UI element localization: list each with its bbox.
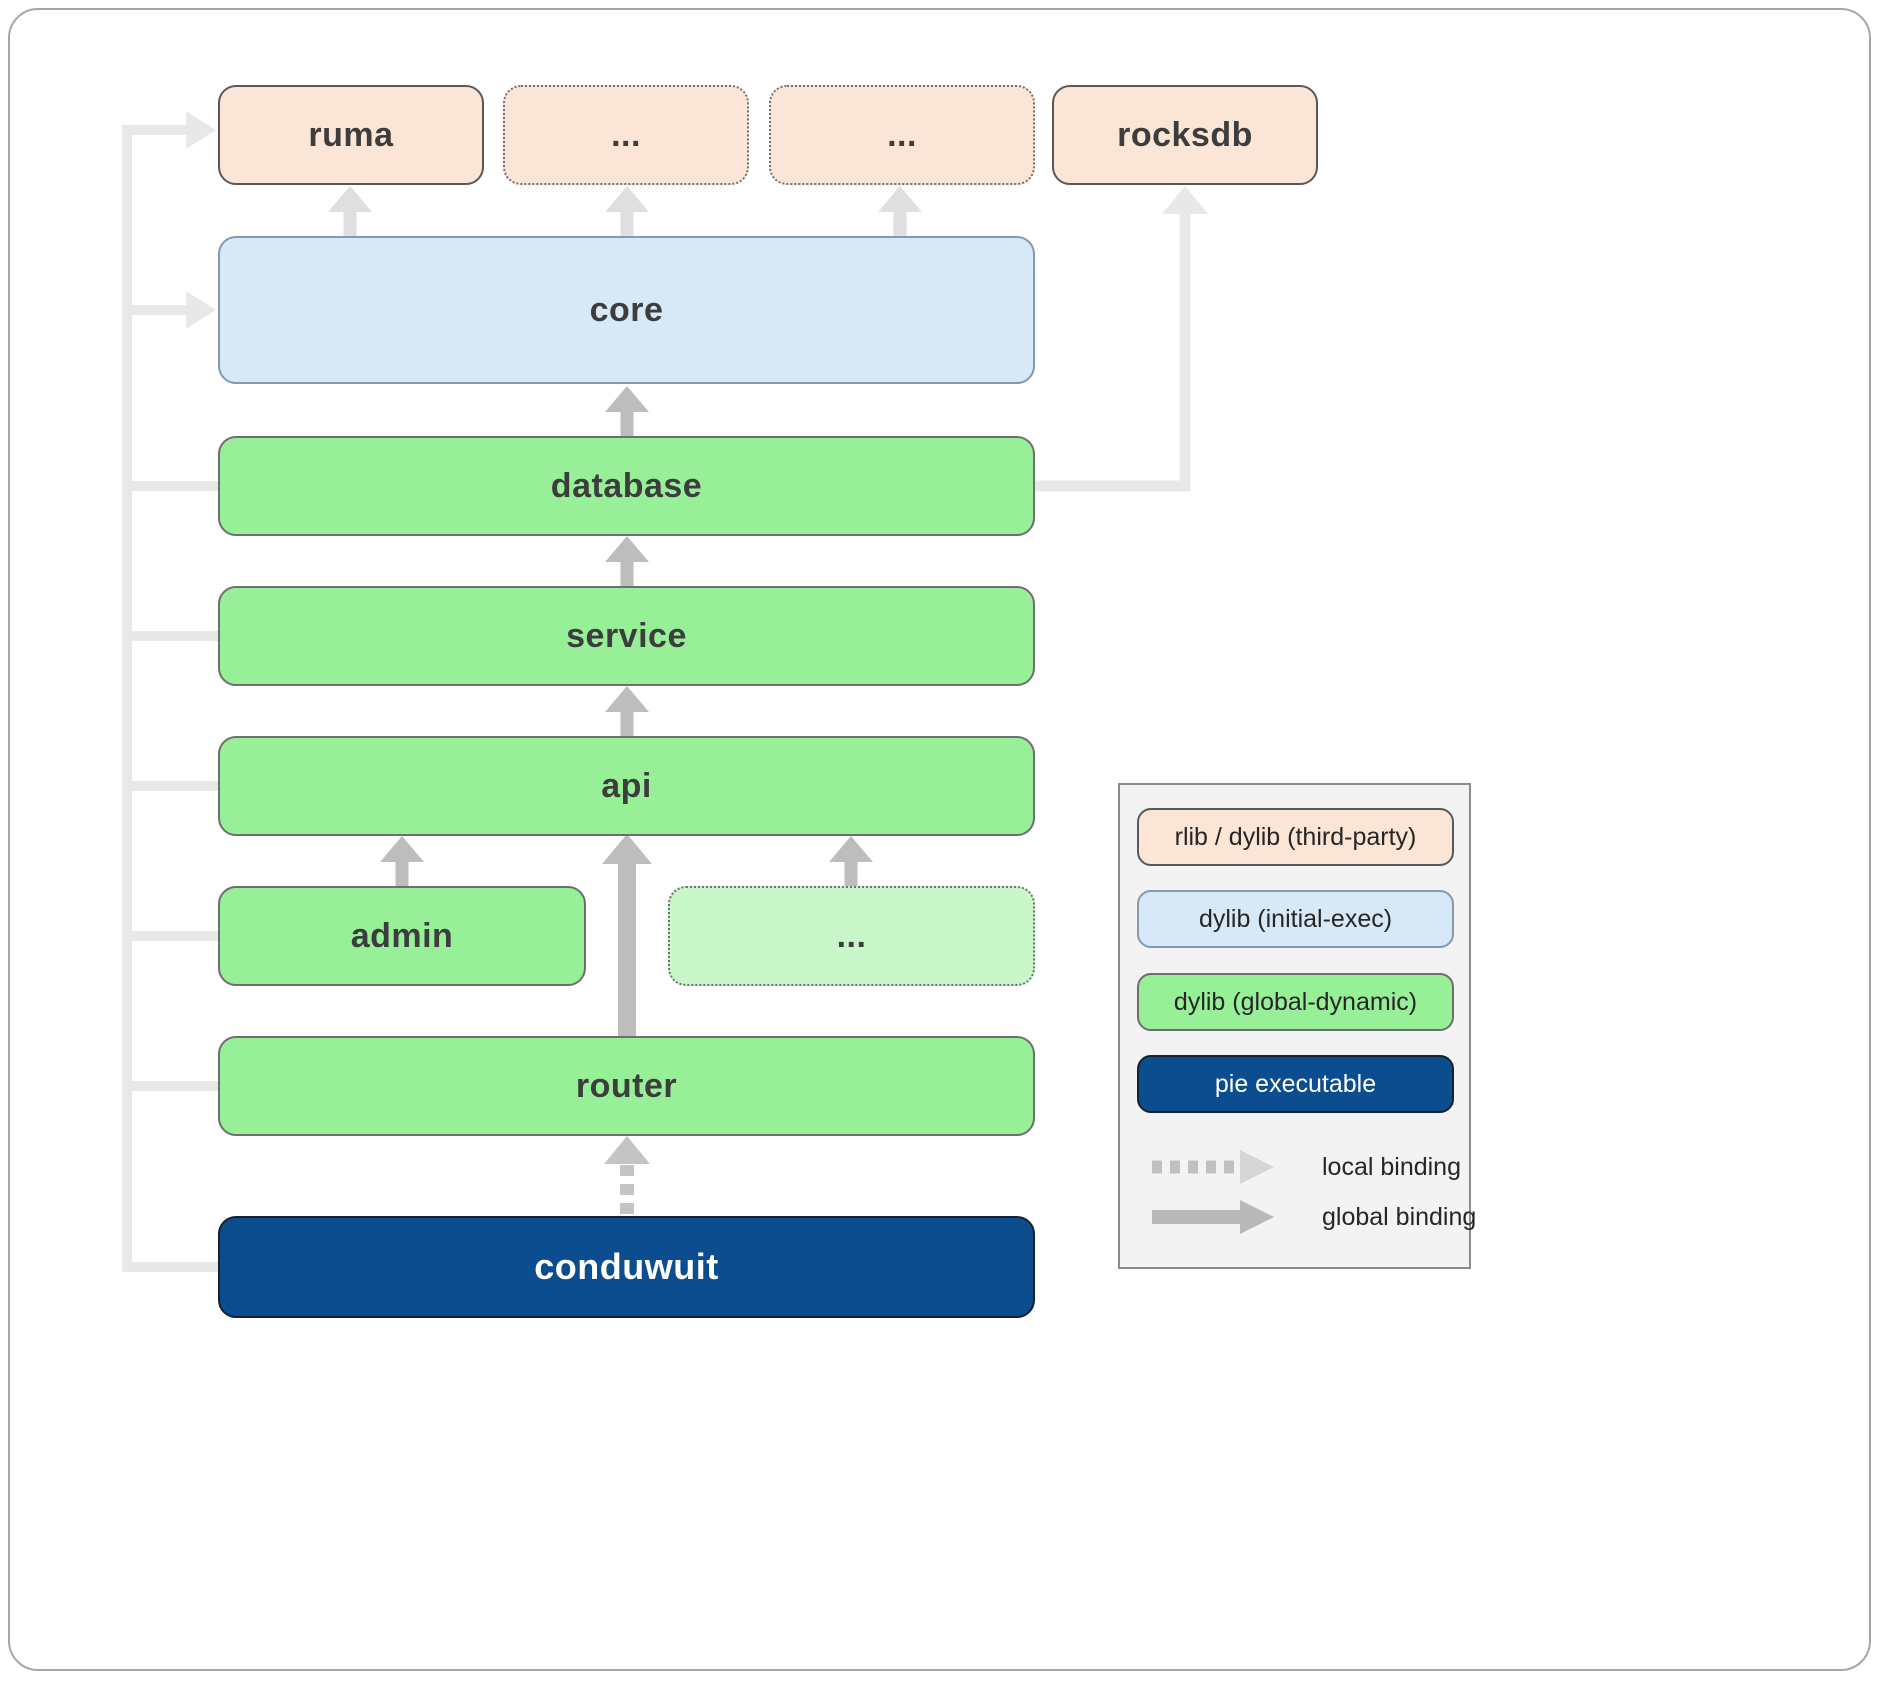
legend-label-global-dynamic: dylib (global-dynamic) xyxy=(1173,987,1418,1016)
legend-label-initial-exec: dylib (initial-exec) xyxy=(1198,904,1393,933)
node-database-label: database xyxy=(550,466,703,505)
node-api-label: api xyxy=(601,766,652,805)
node-core: core xyxy=(218,236,1035,384)
node-ruma: ruma xyxy=(218,85,484,185)
node-conduwuit: conduwuit xyxy=(218,1216,1035,1318)
node-admin-label: admin xyxy=(350,916,454,955)
legend-swatch-third-party: rlib / dylib (third-party) xyxy=(1137,808,1454,866)
node-ruma-label: ruma xyxy=(308,115,394,154)
legend-label-pie-executable: pie executable xyxy=(1214,1069,1377,1098)
node-api: api xyxy=(218,736,1035,836)
local-binding-arrow-icon xyxy=(1152,1150,1274,1184)
node-router-label: router xyxy=(575,1066,678,1105)
legend: rlib / dylib (third-party) dylib (initia… xyxy=(1118,783,1476,1269)
node-service-label: service xyxy=(566,616,687,655)
legend-global-binding-row: global binding xyxy=(1148,1197,1476,1237)
legend-label-third-party: rlib / dylib (third-party) xyxy=(1174,822,1417,851)
node-conduwuit-label: conduwuit xyxy=(534,1246,719,1287)
node-rocksdb: rocksdb xyxy=(1052,85,1318,185)
node-extra-label: ... xyxy=(836,916,867,955)
node-extra: ... xyxy=(668,886,1035,986)
global-binding-arrow-icon xyxy=(1152,1200,1274,1234)
node-dep2-label: ... xyxy=(887,115,917,154)
node-admin: admin xyxy=(218,886,586,986)
legend-label-local-binding: local binding xyxy=(1322,1152,1461,1181)
diagram-border xyxy=(8,8,1871,1671)
node-dep2: ... xyxy=(769,85,1035,185)
node-router: router xyxy=(218,1036,1035,1136)
legend-swatch-global-dynamic: dylib (global-dynamic) xyxy=(1137,973,1454,1031)
node-dep1-label: ... xyxy=(611,115,641,154)
legend-label-global-binding: global binding xyxy=(1322,1202,1477,1231)
node-core-label: core xyxy=(589,290,664,329)
node-dep1: ... xyxy=(503,85,749,185)
legend-swatch-initial-exec: dylib (initial-exec) xyxy=(1137,890,1454,948)
node-service: service xyxy=(218,586,1035,686)
node-rocksdb-label: rocksdb xyxy=(1117,115,1253,154)
node-database: database xyxy=(218,436,1035,536)
legend-local-binding-row: local binding xyxy=(1148,1147,1461,1187)
legend-swatch-pie-executable: pie executable xyxy=(1137,1055,1454,1113)
